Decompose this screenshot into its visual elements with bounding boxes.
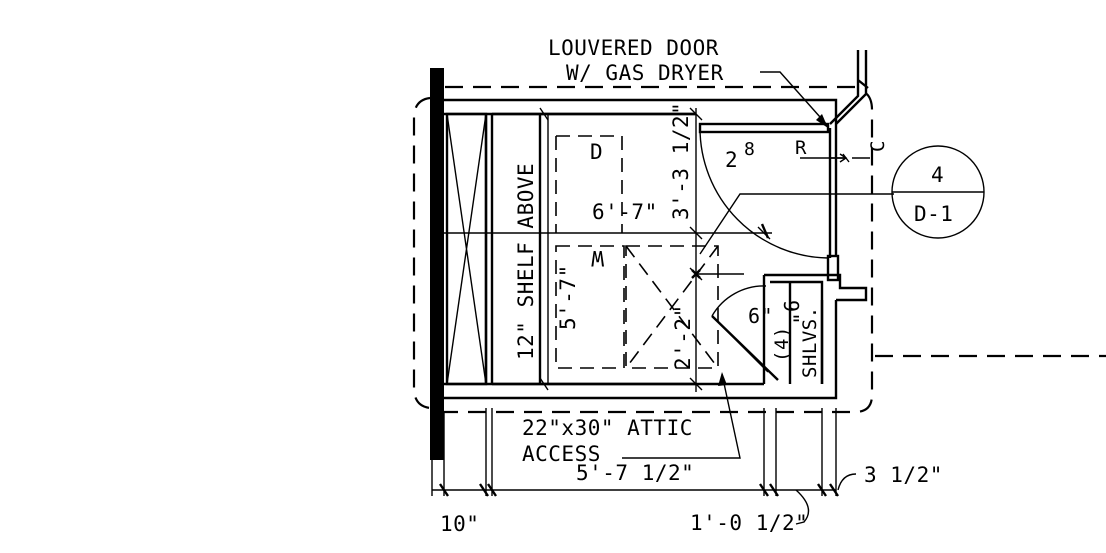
- bottom-dim-lines: [431, 408, 837, 496]
- dimension-6-7: 6'-7": [592, 200, 658, 224]
- dimension-3-3-half: 3'-3 1/2": [669, 102, 693, 220]
- dim-callout-3-half: [837, 473, 857, 491]
- door-stop: [826, 254, 840, 282]
- four-shelves-count: (4): [771, 326, 793, 362]
- dimension-10: 10": [440, 512, 479, 536]
- r-label: R: [795, 137, 807, 159]
- louvered-door-leaf: [698, 122, 830, 134]
- shelf-above-label: 12" SHELF ABOVE: [514, 163, 538, 360]
- louvered-door-label-line2: W/ GAS DRYER: [566, 61, 724, 85]
- section-tag-number[interactable]: 4: [931, 163, 944, 187]
- washer-outline: [555, 245, 719, 369]
- door-size-2: 2: [725, 148, 738, 172]
- washer-label: W: [591, 246, 604, 270]
- exterior-wall: [430, 68, 444, 460]
- louvered-arrow: [816, 114, 828, 128]
- left-cabinet: [445, 112, 488, 386]
- dimension-5-7: 5'-7": [556, 264, 580, 330]
- dimension-3-half: 3 1/2": [864, 463, 943, 487]
- dim-tick-marks: [691, 223, 770, 279]
- shelf-door-leaf: [711, 315, 779, 381]
- attic-access-line1: 22"x30" ATTIC: [522, 416, 693, 440]
- dimension-5-7-half: 5'-7 1/2": [576, 461, 694, 485]
- dimension-1-0-half: 1'-0 1/2": [690, 511, 808, 535]
- louvered-door-label-line1: LOUVERED DOOR: [548, 36, 719, 60]
- rc-arrow: [830, 153, 848, 163]
- dimension-2-2: 2'-2": [671, 304, 695, 370]
- attic-access-line2: ACCESS: [522, 442, 601, 466]
- bottom-dim-ticks: [439, 483, 839, 497]
- dimension-9: 9": [779, 300, 803, 325]
- vent-pipe: [829, 50, 869, 125]
- louvered-leader: [760, 71, 829, 127]
- attic-leader: [622, 373, 741, 459]
- outer-walls: [444, 98, 838, 400]
- section-leader: [699, 193, 894, 255]
- section-tag-sheet[interactable]: D-1: [914, 202, 953, 226]
- c-label: C: [867, 140, 889, 152]
- dryer-label: D: [590, 140, 603, 164]
- shelving-cabinet: [762, 273, 868, 384]
- dryer-outline: [555, 135, 623, 233]
- cabinet-cross: [446, 113, 487, 385]
- shelf-door-swing: [711, 285, 769, 373]
- shelves-label: SHLVS.: [799, 306, 821, 378]
- door-swing-arc: [699, 127, 829, 259]
- dimension-6: 6": [748, 304, 773, 328]
- dim-callout-1-0: [795, 489, 810, 525]
- door-size-8: 8: [744, 139, 755, 160]
- attic-arrow: [718, 372, 727, 386]
- attic-cross: [625, 245, 719, 369]
